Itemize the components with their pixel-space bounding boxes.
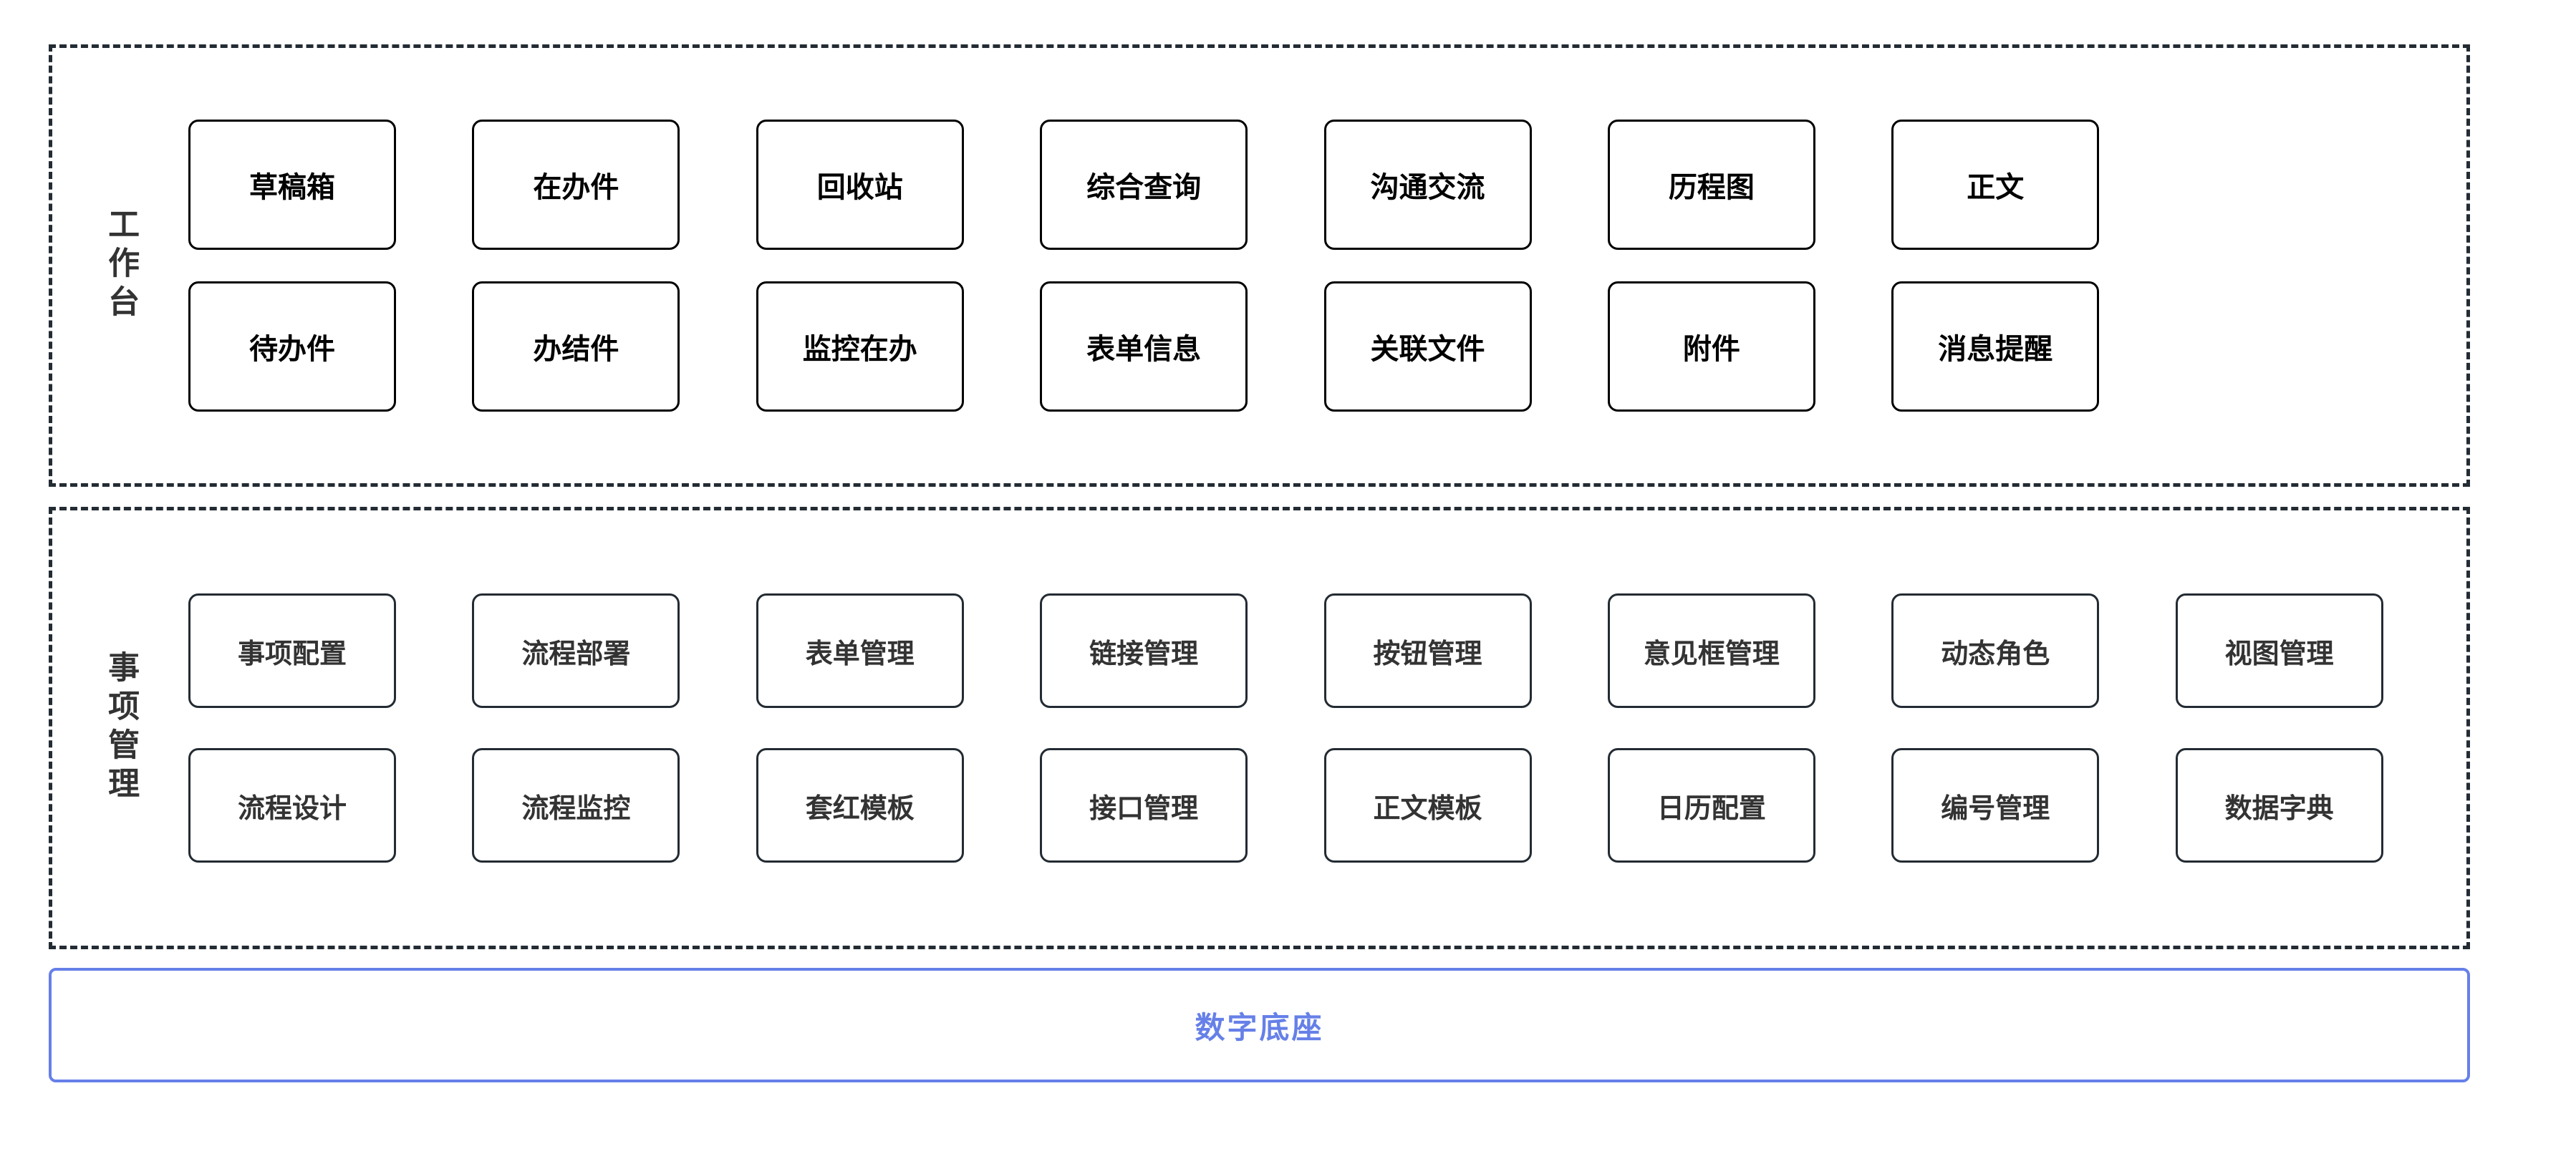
grid-cell: 编号管理 (1891, 728, 2100, 883)
section-item-management-label: 事项管理 (52, 651, 188, 805)
section-workbench-label: 工作台 (52, 208, 188, 324)
grid-cell: 流程监控 (472, 728, 680, 883)
grid-cell: 视图管理 (2175, 573, 2383, 728)
tile-recycle-bin[interactable]: 回收站 (756, 120, 964, 250)
grid-cell: 正文模板 (1323, 728, 1532, 883)
section-item-management-label-text: 事项管理 (102, 651, 140, 805)
grid-cell: 在办件 (472, 104, 680, 266)
grid-cell: 接口管理 (1040, 728, 1248, 883)
tile-red-header-template[interactable]: 套红模板 (756, 748, 964, 863)
grid-cell: 办结件 (472, 266, 680, 427)
grid-cell: 沟通交流 (1323, 104, 1532, 266)
grid-cell: 按钮管理 (1323, 573, 1532, 728)
grid-cell: 回收站 (756, 104, 964, 266)
grid-cell: 事项配置 (188, 573, 396, 728)
tile-todo[interactable]: 待办件 (188, 281, 396, 412)
tile-history-chart[interactable]: 历程图 (1607, 120, 1815, 250)
tile-item-config[interactable]: 事项配置 (188, 593, 396, 708)
tile-data-dictionary[interactable]: 数据字典 (2175, 748, 2383, 863)
section-workbench-label-text: 工作台 (102, 208, 140, 324)
tile-dynamic-role[interactable]: 动态角色 (1891, 593, 2100, 708)
grid-cell: 历程图 (1607, 104, 1815, 266)
grid-cell: 监控在办 (756, 266, 964, 427)
tile-form-management[interactable]: 表单管理 (756, 593, 964, 708)
tile-process-design[interactable]: 流程设计 (188, 748, 396, 863)
grid-cell: 表单信息 (1040, 266, 1248, 427)
grid-cell: 动态角色 (1891, 573, 2100, 728)
grid-cell: 意见框管理 (1607, 573, 1815, 728)
grid-cell: 套红模板 (756, 728, 964, 883)
grid-cell: 数据字典 (2175, 728, 2383, 883)
tile-process-monitoring[interactable]: 流程监控 (472, 748, 680, 863)
digital-foundation-bar[interactable]: 数字底座 (49, 968, 2470, 1082)
grid-cell: 草稿箱 (188, 104, 396, 266)
tile-comprehensive-query[interactable]: 综合查询 (1040, 120, 1248, 250)
grid-cell: 消息提醒 (1891, 266, 2100, 427)
grid-cell: 正文 (1891, 104, 2100, 266)
grid-cell: 日历配置 (1607, 728, 1815, 883)
tile-monitor-in-progress[interactable]: 监控在办 (756, 281, 964, 412)
tile-comment-box-management[interactable]: 意见框管理 (1607, 593, 1815, 708)
grid-cell: 表单管理 (756, 573, 964, 728)
tile-calendar-config[interactable]: 日历配置 (1607, 748, 1815, 863)
tile-completed[interactable]: 办结件 (472, 281, 680, 412)
grid-cell: 链接管理 (1040, 573, 1248, 728)
tile-numbering-management[interactable]: 编号管理 (1891, 748, 2100, 863)
tile-message-reminder[interactable]: 消息提醒 (1891, 281, 2100, 412)
tile-communication[interactable]: 沟通交流 (1323, 120, 1532, 250)
tile-attachment[interactable]: 附件 (1607, 281, 1815, 412)
tile-view-management[interactable]: 视图管理 (2175, 593, 2383, 708)
tile-related-files[interactable]: 关联文件 (1323, 281, 1532, 412)
section-workbench-grid: 草稿箱 在办件 回收站 综合查询 沟通交流 历程图 正文 待办 (188, 104, 2466, 427)
tile-draft-box[interactable]: 草稿箱 (188, 120, 396, 250)
grid-cell: 待办件 (188, 266, 396, 427)
tile-body-template[interactable]: 正文模板 (1323, 748, 1532, 863)
grid-cell: 流程部署 (472, 573, 680, 728)
section-workbench: 工作台 草稿箱 在办件 回收站 综合查询 沟通交流 历程图 正文 (49, 44, 2470, 487)
section-item-management: 事项管理 事项配置 流程部署 表单管理 链接管理 按钮管理 意见框管理 (49, 507, 2470, 949)
tile-process-deployment[interactable]: 流程部署 (472, 593, 680, 708)
digital-foundation-label: 数字底座 (1195, 1009, 1324, 1045)
grid-cell: 流程设计 (188, 728, 396, 883)
grid-cell: 附件 (1607, 266, 1815, 427)
section-item-management-grid: 事项配置 流程部署 表单管理 链接管理 按钮管理 意见框管理 动态角色 视图管理 (188, 573, 2466, 883)
tile-in-progress[interactable]: 在办件 (472, 120, 680, 250)
tile-form-info[interactable]: 表单信息 (1040, 281, 1248, 412)
tile-main-text[interactable]: 正文 (1891, 120, 2100, 250)
grid-cell: 综合查询 (1040, 104, 1248, 266)
tile-link-management[interactable]: 链接管理 (1040, 593, 1248, 708)
tile-button-management[interactable]: 按钮管理 (1323, 593, 1532, 708)
grid-cell: 关联文件 (1323, 266, 1532, 427)
tile-interface-management[interactable]: 接口管理 (1040, 748, 1248, 863)
